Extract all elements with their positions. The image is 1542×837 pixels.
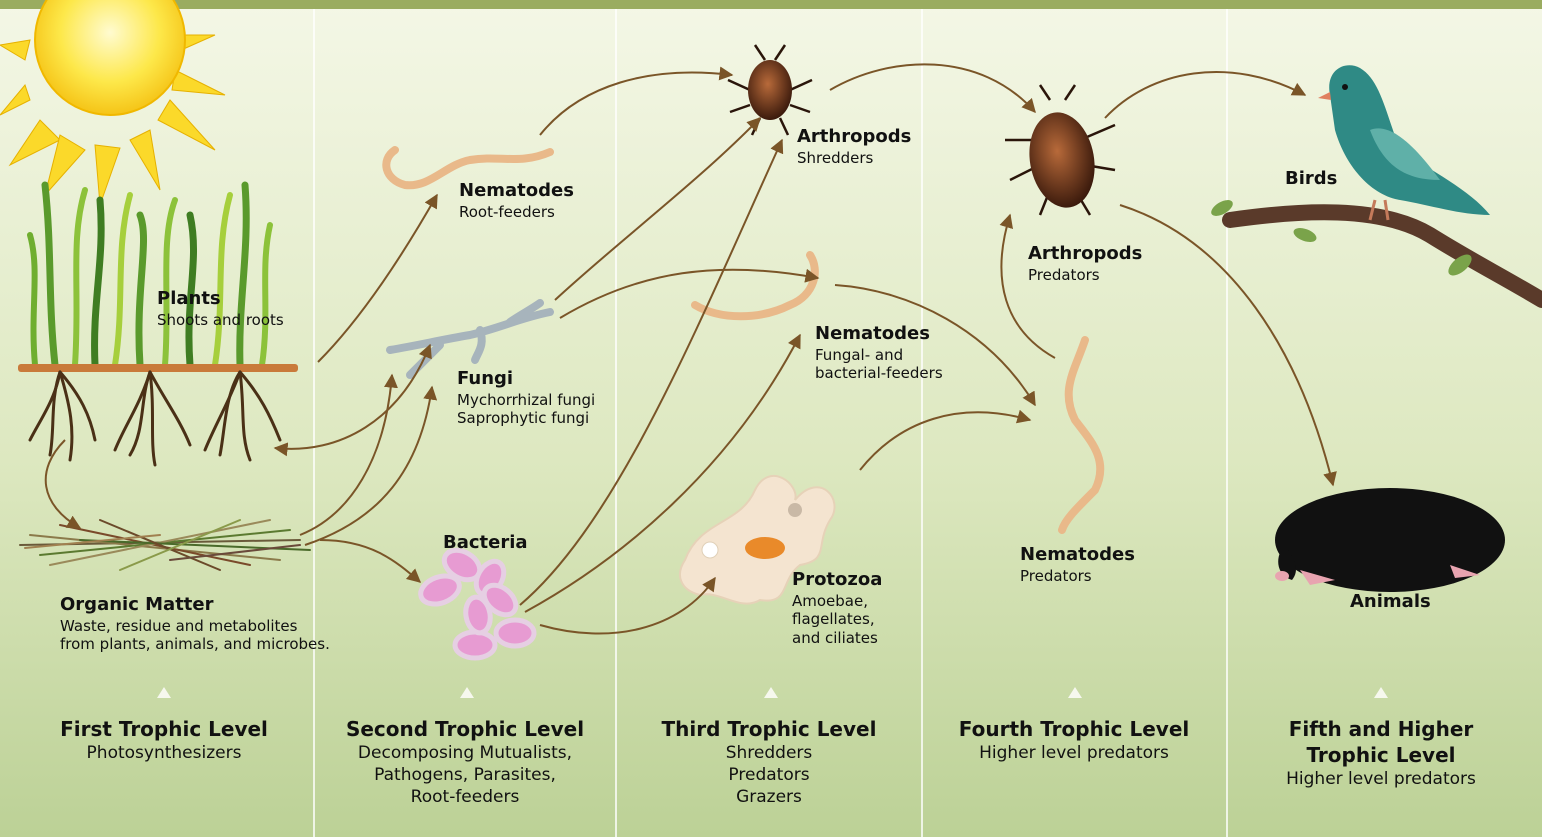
level-marker <box>460 687 474 698</box>
first-trophic-level-label: First Trophic Level Photosynthesizers <box>14 716 314 764</box>
level-marker <box>1068 687 1082 698</box>
nematodes-fungal-bacterial-label: Nematodes Fungal- and bacterial-feeders <box>815 323 943 383</box>
nematodes-predators-label: Nematodes Predators <box>1020 544 1135 585</box>
fifth-trophic-level-label: Fifth and Higher Trophic Level Higher le… <box>1231 716 1531 790</box>
fungi-label: Fungi Mychorrhizal fungi Saprophytic fun… <box>457 368 595 428</box>
nematodes-root-feeders-label: Nematodes Root-feeders <box>459 180 574 221</box>
animals-label: Animals <box>1350 591 1431 614</box>
protozoa-label: Protozoa Amoebae, flagellates, and cilia… <box>792 569 882 648</box>
arthropods-predators-label: Arthropods Predators <box>1028 243 1142 284</box>
mole-icon <box>1275 488 1505 592</box>
second-trophic-level-label: Second Trophic Level Decomposing Mutuali… <box>315 716 615 808</box>
birds-label: Birds <box>1285 168 1337 191</box>
organic-matter-label: Organic Matter Waste, residue and metabo… <box>60 594 330 654</box>
plants-label: Plants Shoots and roots <box>157 288 284 329</box>
top-bar <box>0 0 1542 9</box>
level-marker <box>157 687 171 698</box>
third-trophic-level-label: Third Trophic Level Shredders Predators … <box>619 716 919 808</box>
bacteria-label: Bacteria <box>443 532 528 555</box>
fourth-trophic-level-label: Fourth Trophic Level Higher level predat… <box>924 716 1224 764</box>
arthropods-shredders-label: Arthropods Shredders <box>797 126 911 167</box>
level-marker <box>764 687 778 698</box>
level-marker <box>1374 687 1388 698</box>
